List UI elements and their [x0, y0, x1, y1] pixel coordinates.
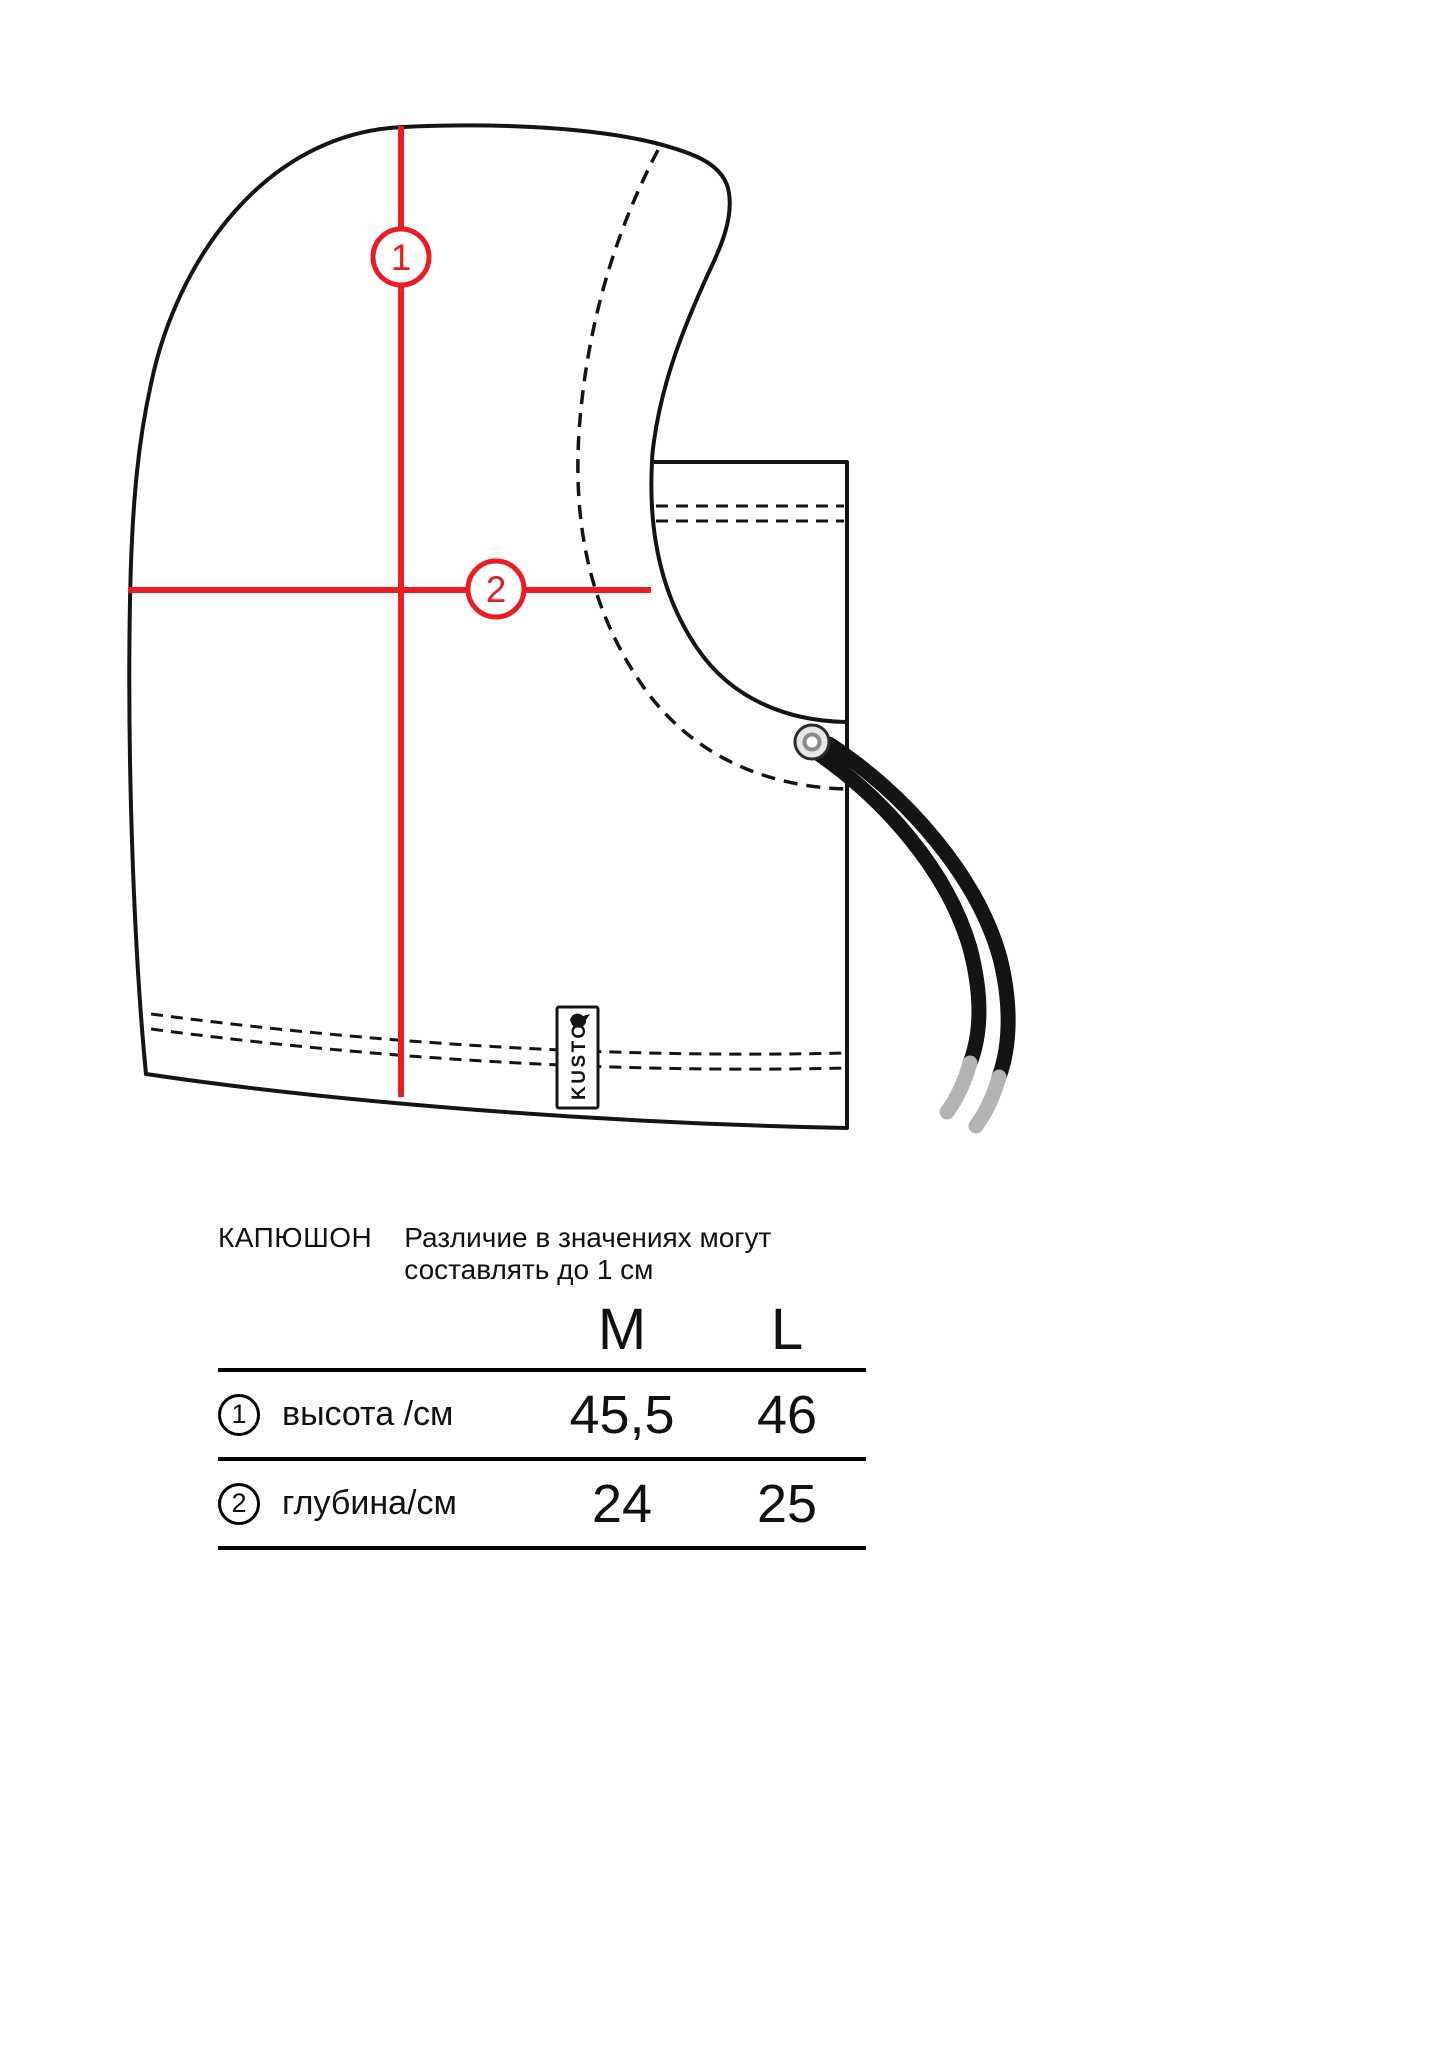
drawstring-cord-2	[821, 736, 1016, 1085]
row-1-number-badge: 1	[218, 1393, 260, 1436]
table-row-depth: 2 глубина/см 24 25	[218, 1457, 866, 1550]
brand-tag-label: KUSTO	[569, 1021, 590, 1100]
size-l-header: L	[770, 1297, 804, 1362]
row-2-value-m: 24	[591, 1473, 653, 1534]
size-m-header: M	[597, 1297, 647, 1362]
measure-marker-1-label: 1	[391, 237, 412, 278]
brand-logo-icon	[570, 1013, 590, 1028]
table-title-row: КАПЮШОН Различие в значениях могут соста…	[218, 1222, 866, 1286]
hood-outline	[127, 123, 849, 1130]
measure-marker-1: 1	[370, 226, 432, 288]
table-header-row: M L	[218, 1296, 866, 1368]
row-2-marker: 2	[218, 1482, 266, 1525]
table-title: КАПЮШОН	[218, 1222, 373, 1253]
hem-stitch-line-2	[150, 1027, 845, 1071]
grommet-icon	[793, 723, 831, 761]
face-seam-line	[649, 461, 847, 724]
table-note: Различие в значениях могут составлять до…	[404, 1222, 772, 1285]
measure-marker-2: 2	[465, 558, 527, 620]
brand-tag: KUSTO	[555, 1005, 600, 1110]
table-row-height: 1 высота /см 45,5 46	[218, 1368, 866, 1457]
row-2-value-l: 25	[756, 1473, 818, 1534]
row-1-marker: 1	[218, 1393, 266, 1436]
drawstring-cord-1	[808, 744, 987, 1071]
row-2-label: глубина/см	[282, 1484, 457, 1522]
size-table: КАПЮШОН Различие в значениях могут соста…	[218, 1222, 866, 1550]
row-1-label: высота /см	[282, 1395, 454, 1433]
row-1-value-m: 45,5	[569, 1384, 675, 1445]
row-1-value-l: 46	[756, 1384, 818, 1445]
drawstring-cord-1-tip	[939, 1055, 978, 1120]
face-stitch-dashed-line	[576, 149, 847, 791]
drawstring-cord-2-tip	[968, 1069, 1007, 1134]
row-2-number-badge: 2	[218, 1482, 260, 1525]
hem-stitch-line-1	[150, 1012, 845, 1056]
measure-marker-2-label: 2	[486, 569, 507, 610]
